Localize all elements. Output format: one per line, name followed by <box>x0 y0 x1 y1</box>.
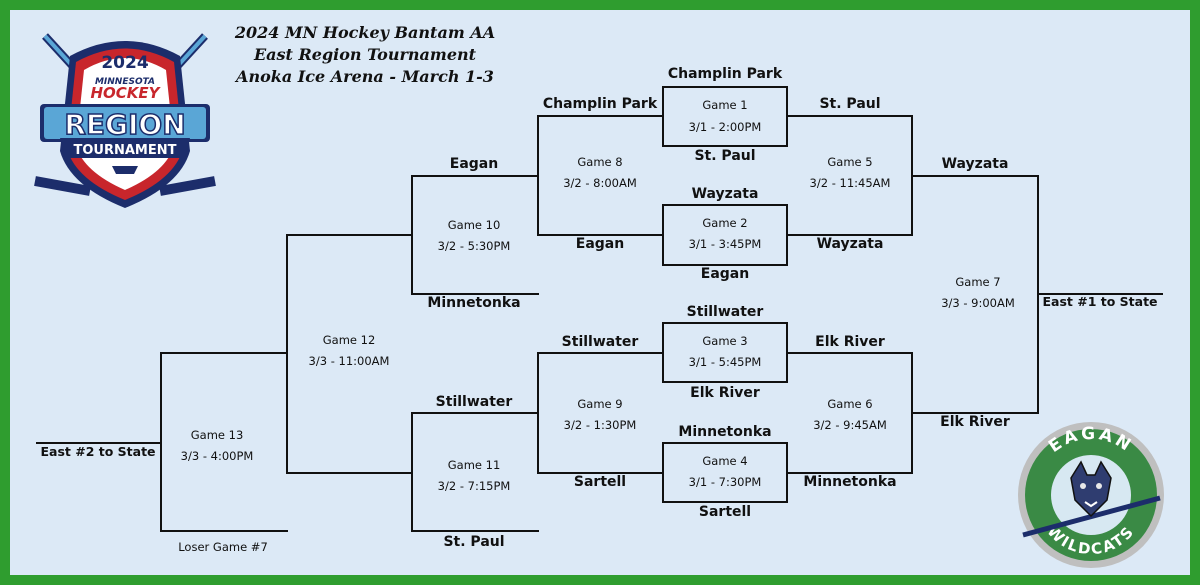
team-label: Stillwater <box>561 334 639 350</box>
team-label: Eagan <box>575 236 625 252</box>
game-1-box <box>662 86 788 147</box>
team-label: Wayzata <box>941 156 1009 172</box>
title-line-1: 2024 MN Hockey Bantam AA <box>234 23 496 42</box>
game-8-time: 3/2 - 8:00AM <box>563 176 637 190</box>
bracket-line <box>411 293 539 295</box>
game-7-name: Game 7 <box>955 275 1001 289</box>
team-label: Minnetonka <box>803 474 897 490</box>
bracket-line <box>788 472 913 474</box>
team-label: Sartell <box>698 504 752 520</box>
game-6-time: 3/2 - 9:45AM <box>813 418 887 432</box>
team-label: St. Paul <box>694 148 756 164</box>
bracket-line <box>286 472 413 474</box>
bracket-line <box>788 115 913 117</box>
bracket-line <box>36 442 162 444</box>
game-6-name: Game 6 <box>827 397 873 411</box>
team-label: Elk River <box>690 385 760 401</box>
page-title: 2024 MN Hockey Bantam AA East Region Tou… <box>230 22 500 88</box>
game-5-name: Game 5 <box>827 155 873 169</box>
team-label: St. Paul <box>443 534 505 550</box>
logo-word-region: REGION <box>64 108 185 141</box>
game-12-name: Game 12 <box>322 333 376 347</box>
game-7-time: 3/3 - 9:00AM <box>941 296 1015 310</box>
game-9-time: 3/2 - 1:30PM <box>563 418 637 432</box>
bracket-line <box>537 234 662 236</box>
bracket-line <box>788 234 913 236</box>
bracket-line <box>911 175 1039 177</box>
bracket-line <box>788 352 913 354</box>
game-5-time: 3/2 - 11:45AM <box>809 176 891 190</box>
game-1-time: 3/1 - 2:00PM <box>688 120 762 134</box>
game-3-name: Game 3 <box>702 334 748 348</box>
bracket-line <box>537 352 662 354</box>
logo-brand: HOCKEY <box>90 84 161 102</box>
bracket-line <box>160 530 288 532</box>
game-4-name: Game 4 <box>702 454 748 468</box>
bracket-line <box>537 115 662 117</box>
bracket-line <box>1037 293 1163 295</box>
game-12-time: 3/3 - 11:00AM <box>308 354 390 368</box>
logo-brand-top: MINNESOTA <box>95 77 155 87</box>
game-3-box <box>662 322 788 383</box>
game-13-name: Game 13 <box>190 428 244 442</box>
logo-year: 2024 <box>101 53 148 73</box>
team-label: Minnetonka <box>678 424 772 440</box>
game-4-box <box>662 442 788 503</box>
bracket-line <box>911 412 1039 414</box>
team-label: Minnetonka <box>427 295 521 311</box>
team-label: Stillwater <box>686 304 764 320</box>
game-10-time: 3/2 - 5:30PM <box>437 239 511 253</box>
team-label: Champlin Park <box>667 66 783 82</box>
wildcat-icon <box>1070 460 1112 518</box>
team-label: Eagan <box>700 266 750 282</box>
bracket-line <box>286 234 288 474</box>
game-9-name: Game 9 <box>577 397 623 411</box>
team-label: Eagan <box>449 156 499 172</box>
title-line-2: East Region Tournament <box>253 45 477 64</box>
loser-game-7-label: Loser Game #7 <box>178 540 268 554</box>
game-1-name: Game 1 <box>702 98 748 112</box>
team-label: Sartell <box>573 474 627 490</box>
bracket-line <box>537 472 662 474</box>
bracket-line <box>160 352 288 354</box>
logo-word-tournament: TOURNAMENT <box>74 143 177 158</box>
east-2-to-state: East #2 to State <box>40 444 156 459</box>
game-11-name: Game 11 <box>447 458 501 472</box>
east-1-to-state: East #1 to State <box>1042 294 1158 309</box>
game-2-name: Game 2 <box>702 216 748 230</box>
team-label: Champlin Park <box>542 96 658 112</box>
team-label: Wayzata <box>816 236 884 252</box>
bracket-line <box>411 175 539 177</box>
game-8-name: Game 8 <box>577 155 623 169</box>
eagan-wildcats-logo: EAGAN WILDCATS <box>1018 422 1164 568</box>
game-2-box <box>662 204 788 266</box>
bracket-line <box>411 412 539 414</box>
game-4-time: 3/1 - 7:30PM <box>688 475 762 489</box>
bracket-line <box>286 234 413 236</box>
team-label: Elk River <box>940 414 1010 430</box>
team-label: Wayzata <box>691 186 759 202</box>
team-label: Stillwater <box>435 394 513 410</box>
game-11-time: 3/2 - 7:15PM <box>437 479 511 493</box>
bracket-line <box>411 530 539 532</box>
game-3-time: 3/1 - 5:45PM <box>688 355 762 369</box>
bowtie-icon <box>112 166 138 174</box>
team-label: Elk River <box>815 334 885 350</box>
region-tournament-logo: 2024 MINNESOTA HOCKEY REGION TOURNAMENT <box>34 33 216 208</box>
title-line-3: Anoka Ice Arena - March 1-3 <box>236 67 494 86</box>
game-13-time: 3/3 - 4:00PM <box>180 449 254 463</box>
game-2-time: 3/1 - 3:45PM <box>688 237 762 251</box>
game-10-name: Game 10 <box>447 218 501 232</box>
team-label: St. Paul <box>819 96 881 112</box>
